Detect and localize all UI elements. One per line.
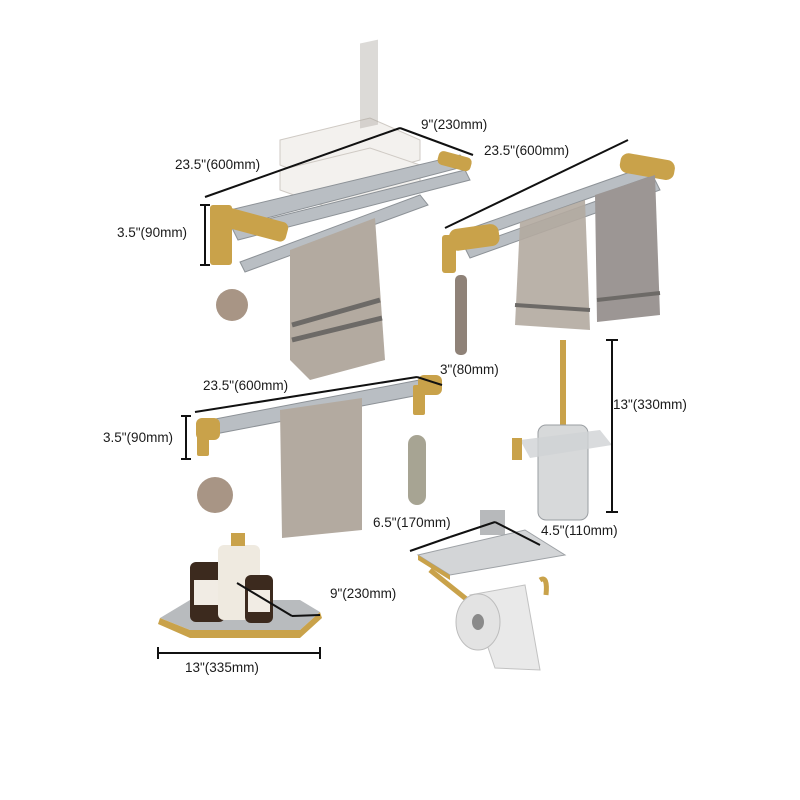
corner-shelf [158, 533, 322, 638]
toilet-paper-holder [416, 510, 567, 671]
label-towel-rack-length: 23.5"(600mm) [175, 157, 260, 172]
label-towel-rack-height: 3.5"(90mm) [117, 225, 187, 240]
double-towel-bar [442, 153, 675, 355]
label-single-bar-height: 3.5"(90mm) [103, 430, 173, 445]
toilet-brush-holder [512, 340, 612, 521]
label-corner-shelf-depth: 9"(230mm) [330, 586, 396, 601]
label-brush-holder-height: 13"(330mm) [613, 397, 687, 412]
label-towel-rack-depth: 9"(230mm) [421, 117, 487, 132]
label-single-bar-depth: 3"(80mm) [440, 362, 499, 377]
label-single-bar-length: 23.5"(600mm) [203, 378, 288, 393]
label-corner-shelf-width: 13"(335mm) [185, 660, 259, 675]
label-paper-holder-depth: 4.5"(110mm) [541, 523, 618, 538]
dimension-lines [157, 127, 629, 659]
single-towel-bar [196, 375, 442, 538]
label-double-bar-length: 23.5"(600mm) [484, 143, 569, 158]
towel-rack-shelf [210, 39, 472, 380]
label-paper-holder-width: 6.5"(170mm) [373, 515, 451, 530]
